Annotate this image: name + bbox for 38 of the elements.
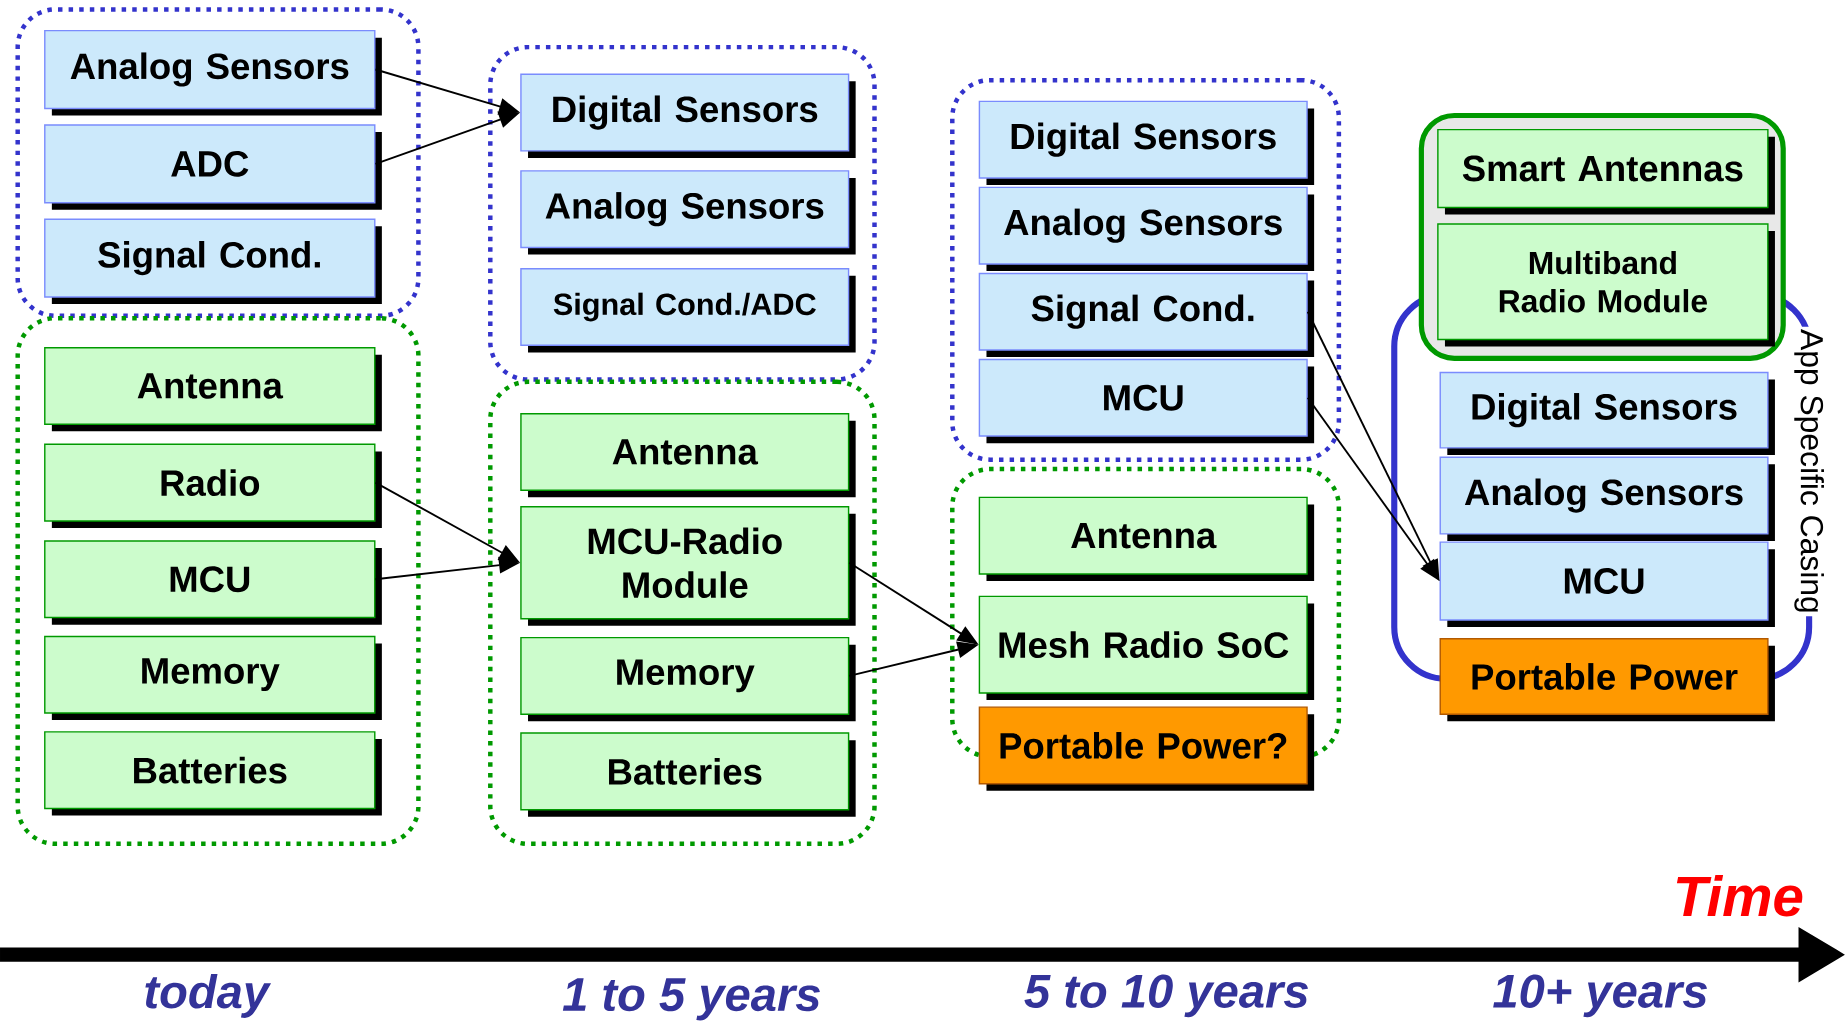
time-label: 10+ years [1493,974,1707,1018]
component-box: Signal Cond./ADC [520,268,856,353]
group-frame [15,7,421,319]
component-box: Antenna [978,496,1315,582]
component-box: Antenna [520,413,856,498]
component-box: Memory [520,637,856,722]
time-label: today [145,974,272,1019]
component-box: Mesh Radio SoC [978,595,1315,701]
group-frame [488,45,877,382]
component-box: Analog Sensors [1439,456,1775,542]
axis-title: Time [1676,875,1803,917]
component-box: Memory [44,635,382,721]
component-box: Digital Sensors [1439,371,1775,456]
component-box: Batteries [520,732,856,817]
component-box: Radio [44,443,382,529]
component-box: Analog Sensors [978,186,1315,272]
component-box: MCU-Radio Module [520,506,856,626]
group-frame [488,379,877,847]
group-frame [950,78,1342,463]
component-box: MCU [978,358,1315,444]
time-label: 5 to 10 years [1024,974,1308,1018]
component-box: MCU [44,540,382,625]
component-box: Batteries [44,731,382,816]
component-box: Digital Sensors [978,100,1315,186]
time-label: 1 to 5 years [562,978,820,1021]
group-frame [15,316,421,847]
component-box: Analog Sensors [44,30,382,116]
component-box: MCU [1439,541,1775,628]
component-box: Analog Sensors [520,170,856,255]
component-box: Portable Power [1439,638,1775,722]
component-box: Signal Cond. [44,218,382,305]
component-box: Smart Antennas [1437,129,1775,215]
component-box: Antenna [44,347,382,432]
component-box: Portable Power? [978,706,1315,792]
component-box: Digital Sensors [520,73,856,159]
component-box: ADC [44,124,382,210]
component-box: Multiband Radio Module [1437,223,1775,347]
component-box: Signal Cond. [978,272,1315,358]
